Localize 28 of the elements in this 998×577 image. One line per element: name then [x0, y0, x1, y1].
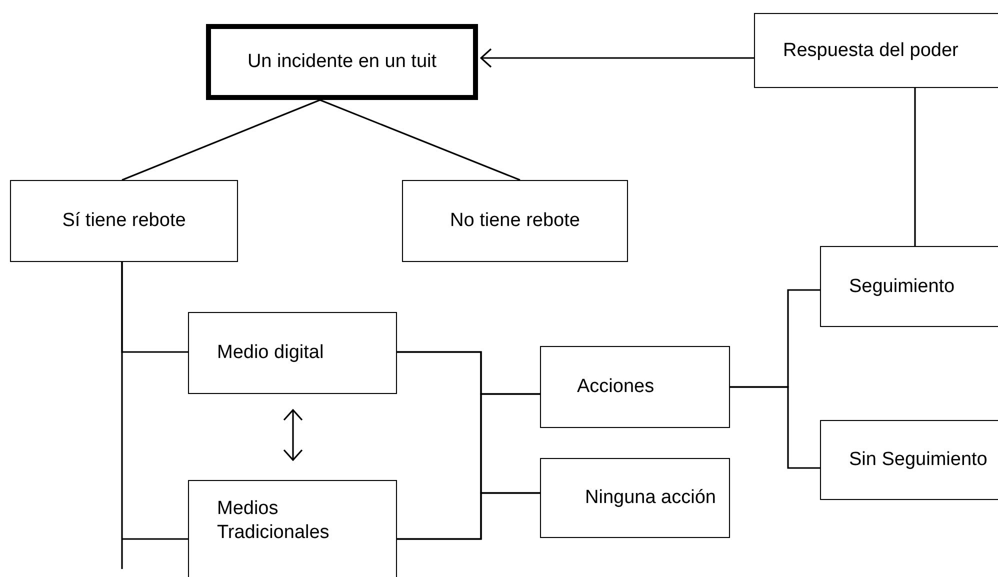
- connector-line: [121, 261, 189, 570]
- connector-line: [397, 492, 540, 540]
- box-label: Sí tiene rebote: [62, 209, 186, 233]
- connector-line: [914, 88, 916, 246]
- box-label: Acciones: [577, 375, 654, 399]
- text-box: [820, 420, 998, 500]
- connector-line: [730, 386, 820, 469]
- box-label: Ninguna acción: [585, 486, 717, 510]
- box-label: Seguimiento: [849, 274, 955, 298]
- arrow: [480, 48, 754, 68]
- text-box: [188, 312, 397, 394]
- text-box: [10, 180, 238, 262]
- text-box: [402, 180, 628, 262]
- connector-line: [122, 99, 320, 181]
- double-arrow: [283, 409, 303, 461]
- box-label: Sin Seguimiento: [849, 448, 988, 472]
- text-box: [188, 480, 397, 577]
- box-label: No tiene rebote: [450, 209, 580, 233]
- box-label: Medio digital: [217, 341, 324, 365]
- box-label: Un incidente en un tuit: [247, 50, 437, 74]
- text-box: [820, 246, 998, 327]
- box-label: Medios Tradicionales: [217, 497, 330, 545]
- text-box: [540, 458, 730, 538]
- highlighted-box: [206, 24, 478, 100]
- text-box: [754, 13, 998, 88]
- connector-line: [320, 99, 520, 181]
- box-label: Respuesta del poder: [783, 38, 958, 62]
- text-box: [540, 346, 730, 428]
